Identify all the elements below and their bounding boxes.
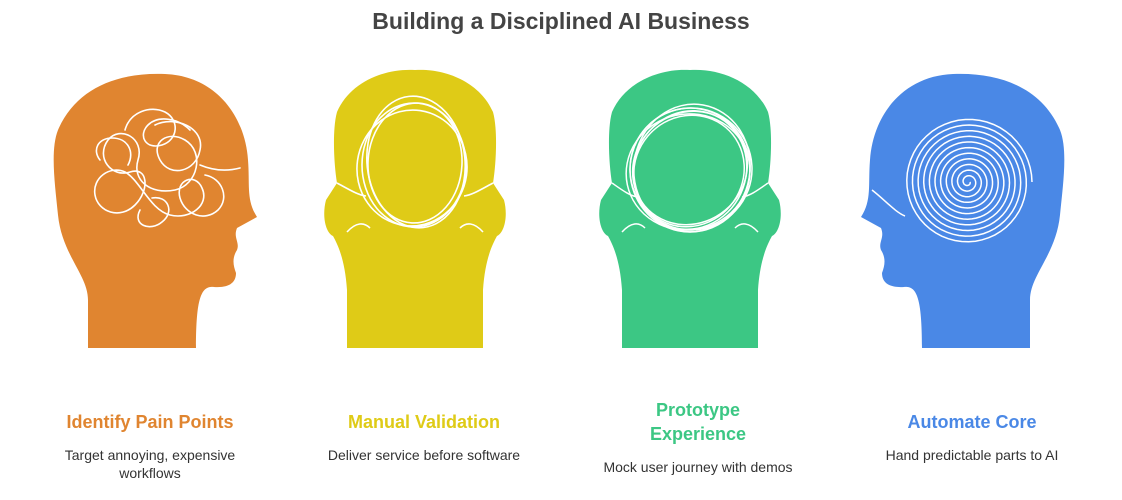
step-description-identify: Target annoying, expensive workflows <box>64 447 236 481</box>
step-label-manual: Manual Validation <box>347 412 501 432</box>
tangled-scribble-head-icon <box>53 73 258 348</box>
scribbled-circle-head-icon <box>599 69 781 348</box>
step-description-automate: Hand predictable parts to AI <box>885 447 1059 463</box>
loose-circles-head-icon <box>324 69 506 348</box>
step-description-manual: Deliver service before software <box>327 447 521 463</box>
step-label-prototype: Prototype Experience <box>649 400 747 444</box>
step-label-automate: Automate Core <box>907 412 1037 432</box>
spiral-head-icon <box>861 73 1065 348</box>
step-description-prototype: Mock user journey with demos <box>603 459 793 475</box>
step-label-identify: Identify Pain Points <box>66 412 234 432</box>
diagram-title: Building a Disciplined AI Business <box>372 8 750 34</box>
